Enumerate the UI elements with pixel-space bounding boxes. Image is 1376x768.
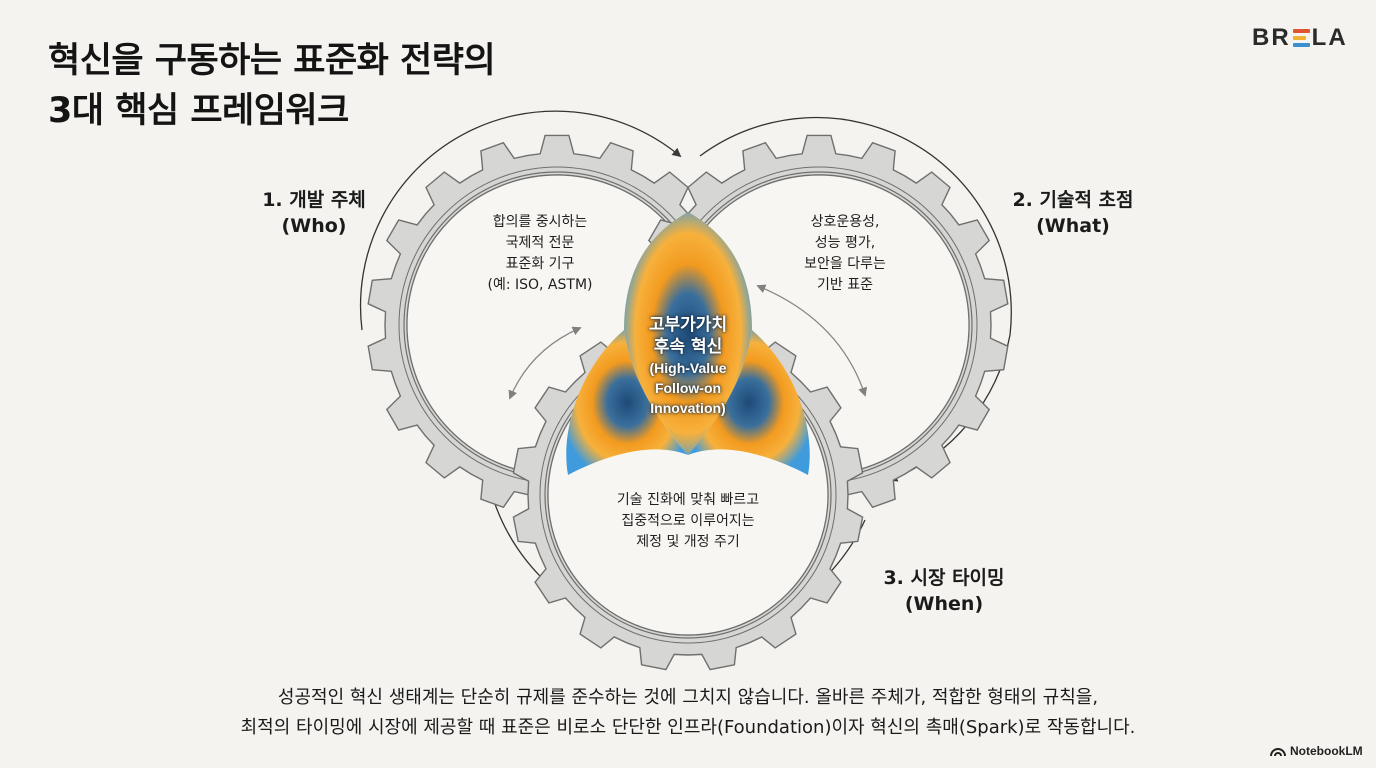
gear-desc-who-line: 합의를 중시하는: [492, 214, 588, 230]
center-label-en-1: (High-Value: [649, 360, 727, 376]
gear-desc-when-line: 기술 진화에 맞춰 빠르고: [616, 492, 760, 508]
brand-logo: BR LA: [1252, 24, 1348, 52]
brand-logo-suffix: LA: [1311, 24, 1348, 51]
gear-label-when-line1: 3. 시장 타이밍: [883, 567, 1005, 589]
footer-line-1: 성공적인 혁신 생태계는 단순히 규제를 준수하는 것에 그치지 않습니다. 올…: [277, 687, 1099, 708]
arrow-who-to-what: [359, 110, 682, 331]
title-line-2: 3대 핵심 프레임워크: [48, 91, 349, 131]
gear-label-what-line1: 2. 기술적 초점: [1012, 189, 1134, 211]
gear-desc-what-line: 기반 표준: [817, 277, 873, 293]
gear-desc-when-line: 집중적으로 이루어지는: [621, 513, 755, 529]
gear-desc-who-line: 국제적 전문: [505, 235, 575, 251]
center-lens-top: [624, 212, 752, 455]
gear-desc-what-line: 성능 평가,: [814, 235, 876, 251]
gear-desc-who-line: 표준화 기구: [505, 256, 575, 272]
brand-bar-middle: [1292, 36, 1306, 40]
center-label: 고부가가치 후속 혁신 (High-Value Follow-on Innova…: [612, 314, 764, 418]
notebooklm-watermark: NotebookLM: [1270, 744, 1363, 758]
gear-desc-when-line: 제정 및 개정 주기: [636, 534, 740, 550]
brand-logo-e-bars: [1292, 29, 1310, 47]
center-overlap: [566, 212, 810, 475]
footer-summary: 성공적인 혁신 생태계는 단순히 규제를 준수하는 것에 그치지 않습니다. 올…: [0, 683, 1376, 743]
gear-desc-what-line: 보안을 다루는: [804, 256, 886, 272]
brand-bar-top: [1292, 29, 1310, 33]
gear-label-who-line2: (Who): [281, 215, 347, 237]
page-title: 혁신을 구동하는 표준화 전략의 3대 핵심 프레임워크: [48, 36, 496, 136]
footer-line-2: 최적의 타이밍에 시장에 제공할 때 표준은 비로소 단단한 인프라(Found…: [240, 717, 1136, 738]
gear-label-who-line1: 1. 개발 주체: [262, 189, 366, 211]
gear-desc-what-line: 상호운용성,: [810, 214, 880, 230]
center-label-ko-2: 후속 혁신: [653, 337, 723, 357]
gear-label-when: 3. 시장 타이밍 (When): [856, 565, 1032, 617]
brand-logo-prefix: BR: [1252, 24, 1291, 51]
center-lobe-left: [566, 330, 688, 475]
gear-label-when-line2: (When): [904, 593, 984, 615]
brand-bar-bottom: [1292, 43, 1310, 47]
gear-label-who: 1. 개발 주체 (Who): [226, 187, 402, 239]
notebooklm-label: NotebookLM: [1290, 744, 1363, 758]
center-label-en-2: Follow-on: [654, 380, 722, 396]
connector-arrow-left: [508, 326, 582, 400]
gear-label-what-line2: (What): [1036, 215, 1110, 237]
gear-desc-when: 기술 진화에 맞춰 빠르고 집중적으로 이루어지는 제정 및 개정 주기: [568, 490, 808, 553]
gear-desc-who: 합의를 중시하는 국제적 전문 표준화 기구 (예: ISO, ASTM): [440, 212, 640, 296]
gear-desc-what: 상호운용성, 성능 평가, 보안을 다루는 기반 표준: [745, 212, 945, 296]
center-label-en-3: Innovation): [650, 400, 726, 416]
gear-label-what: 2. 기술적 초점 (What): [985, 187, 1161, 239]
title-line-1: 혁신을 구동하는 표준화 전략의: [48, 41, 496, 81]
gear-desc-who-line: (예: ISO, ASTM): [487, 277, 593, 293]
center-label-ko-1: 고부가가치: [648, 315, 728, 335]
connector-arrow-right: [756, 284, 868, 397]
notebooklm-icon: [1270, 747, 1286, 756]
